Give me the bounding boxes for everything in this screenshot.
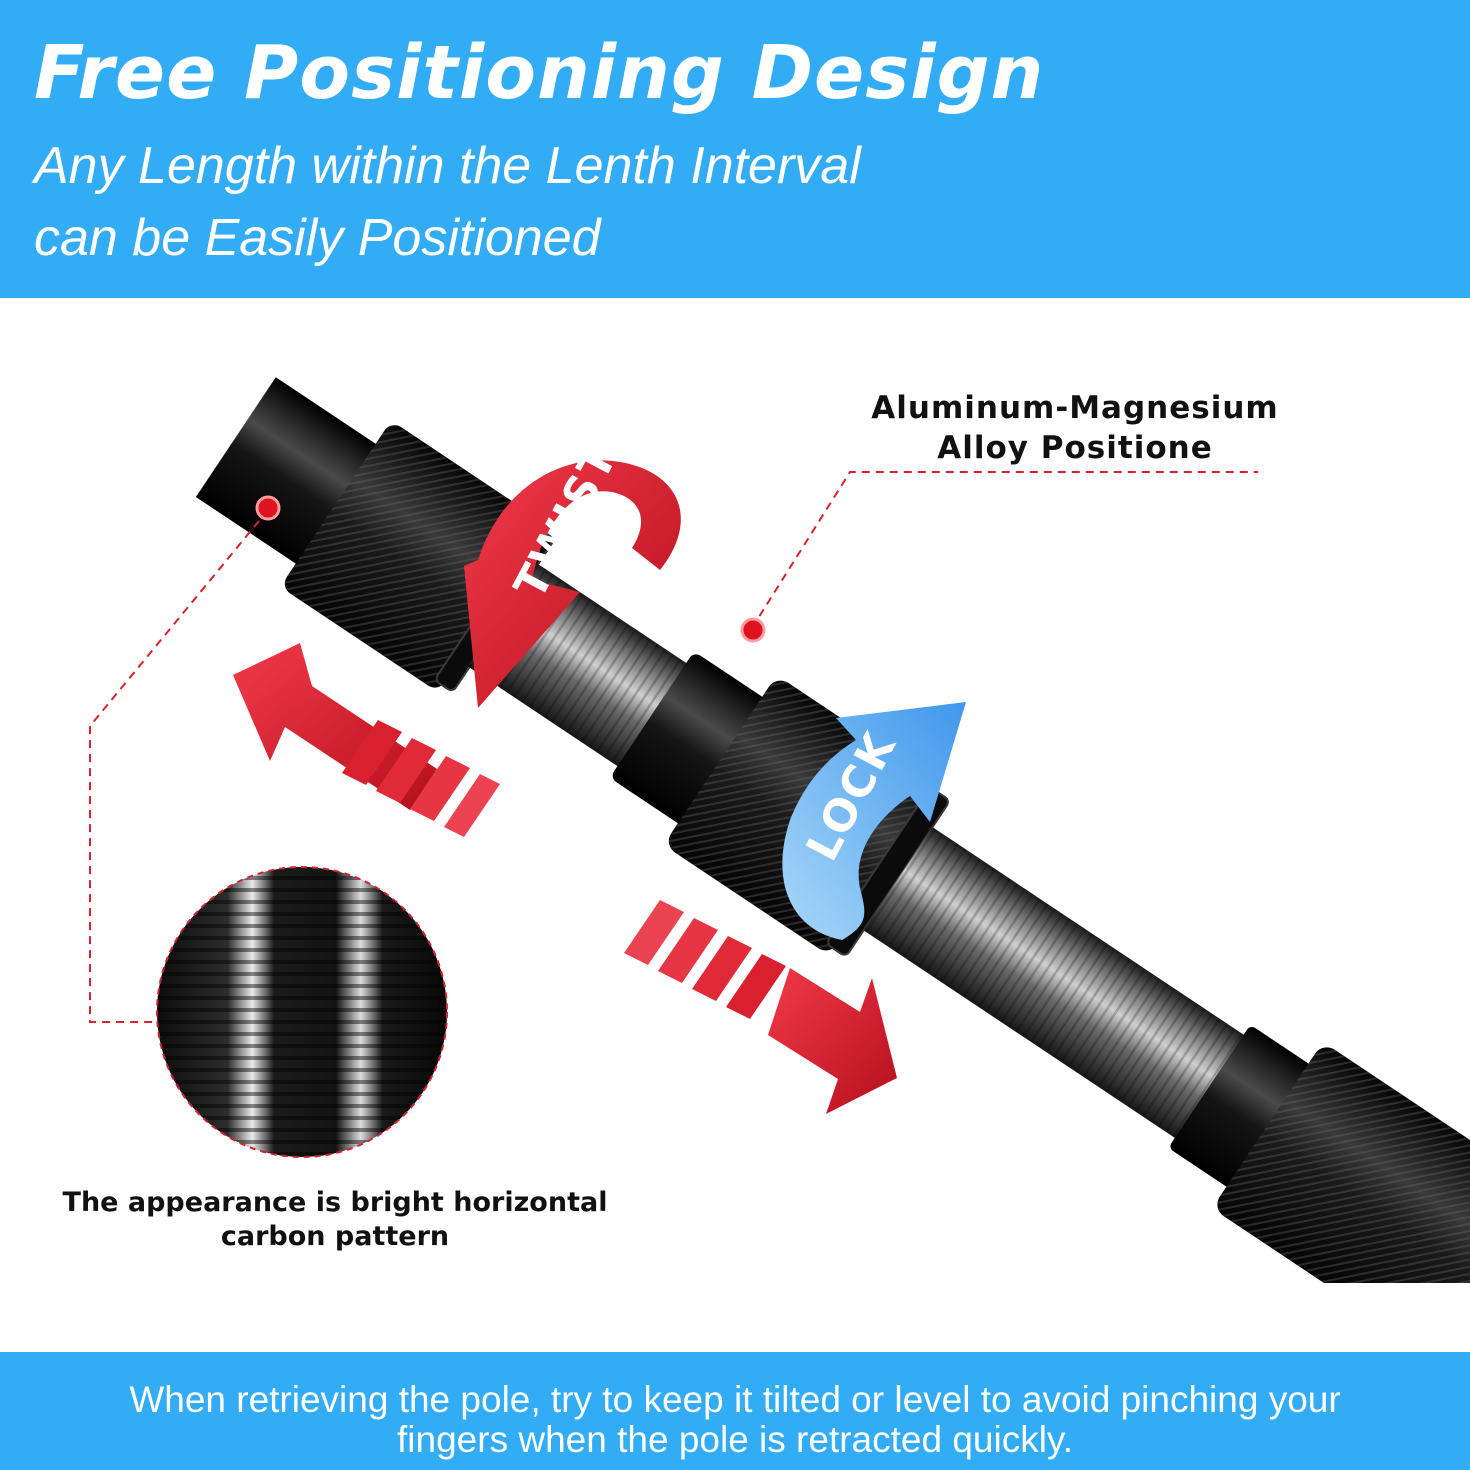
header-banner	[0, 0, 1470, 298]
positioner-leader-line	[751, 471, 1258, 629]
product-illustration: TWIST LOCK	[89, 377, 1470, 1283]
footer-banner	[0, 1352, 1470, 1470]
pattern-marker-dot	[255, 495, 281, 521]
extend-arrow-right	[624, 900, 897, 1114]
subtitle-line-2: can be Easily Positioned	[34, 209, 601, 267]
retract-arrow-left	[233, 643, 500, 837]
pattern-callout-line-2: carbon pattern	[220, 1221, 450, 1252]
safety-note: When retrieving the pole, try to keep it…	[0, 1380, 1470, 1460]
positioner-callout-line-1: Aluminum-Magnesium	[871, 390, 1279, 426]
pattern-leader-line	[89, 509, 269, 1023]
subtitle-line-1: Any Length within the Lenth Interval	[34, 137, 861, 195]
positioner-callout: Aluminum-Magnesium Alloy Positione	[860, 388, 1290, 468]
pattern-callout: The appearance is bright horizontal carb…	[40, 1186, 630, 1254]
page-title: Free Positioning Design	[34, 30, 1045, 116]
positioner-marker-dot	[740, 617, 766, 643]
carbon-pattern-magnifier	[156, 866, 448, 1158]
middle-sleeve	[612, 654, 766, 825]
pattern-callout-line-1: The appearance is bright horizontal	[62, 1187, 608, 1218]
safety-note-line-2: fingers when the pole is retracted quick…	[397, 1419, 1073, 1460]
safety-note-line-1: When retrieving the pole, try to keep it…	[129, 1379, 1341, 1420]
positioner-callout-line-2: Alloy Positione	[937, 430, 1213, 466]
